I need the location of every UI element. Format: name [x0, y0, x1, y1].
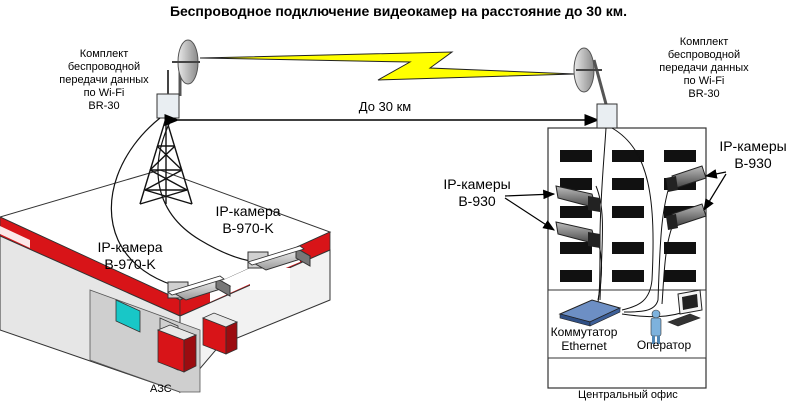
- switch-label-line: Ethernet: [561, 339, 607, 353]
- gas-station-caption: АЗС: [150, 383, 172, 395]
- wireless-link-icon: [199, 51, 576, 81]
- left-kit-line: Комплект: [79, 48, 129, 60]
- camera-label-line: IP-камера: [97, 239, 163, 255]
- ip-camera-icon: [666, 203, 707, 230]
- right-kit-line: по Wi-Fi: [683, 75, 725, 87]
- right-kit-line: Комплект: [679, 36, 729, 48]
- camera-label-line: B-970-K: [104, 256, 156, 272]
- camera-label-2: IP-камера B-970-K: [196, 203, 300, 237]
- office-caption: Центральный офис: [578, 389, 678, 401]
- switch-label-line: Коммутатор: [550, 325, 618, 339]
- operator-icon: [650, 309, 662, 344]
- right-kit-line: BR-30: [688, 88, 720, 100]
- left-kit-line: по Wi-Fi: [83, 87, 125, 99]
- camera-label-line: B-930: [458, 193, 496, 209]
- office-cams-right-label: IP-камеры B-930: [710, 138, 796, 172]
- page-title: Беспроводное подключение видеокамер на р…: [169, 3, 628, 19]
- left-kit-line: BR-30: [88, 100, 120, 112]
- computer-icon: [667, 289, 703, 327]
- fuel-pump: [201, 312, 239, 355]
- camera-pointer-arrows: [504, 169, 727, 231]
- fuel-pump: [156, 324, 198, 373]
- ip-camera-icon: [247, 245, 312, 271]
- camera-label-line: B-970-K: [222, 220, 274, 236]
- left-kit-line: беспроводной: [67, 61, 141, 73]
- right-kit-label: Комплект беспроводной передачи данных по…: [648, 36, 760, 101]
- ip-camera-icon: [555, 221, 600, 248]
- camera-label-line: IP-камеры: [443, 176, 511, 192]
- right-kit-line: беспроводной: [667, 49, 741, 61]
- distance-label: До 30 км: [358, 99, 412, 114]
- right-wifi-antenna: [573, 47, 618, 129]
- left-kit-label: Комплект беспроводной передачи данных по…: [48, 48, 160, 113]
- ethernet-switch-icon: [558, 299, 622, 327]
- office-cams-left-label: IP-камеры B-930: [430, 176, 524, 210]
- camera-label-line: B-930: [734, 155, 772, 171]
- left-kit-line: передачи данных: [59, 74, 149, 86]
- ip-camera-icon: [555, 185, 600, 212]
- camera-label-line: IP-камера: [215, 203, 281, 219]
- camera-label-1: IP-камера B-970-K: [78, 239, 182, 273]
- right-kit-line: передачи данных: [659, 62, 749, 74]
- cables: [110, 117, 263, 289]
- left-wifi-antenna: [156, 39, 200, 119]
- switch-label: Коммутатор Ethernet: [538, 325, 630, 353]
- office-building: [547, 127, 707, 389]
- operator-label: Оператор: [636, 338, 692, 352]
- ip-camera-icon: [167, 275, 232, 301]
- camera-label-line: IP-камеры: [719, 138, 787, 154]
